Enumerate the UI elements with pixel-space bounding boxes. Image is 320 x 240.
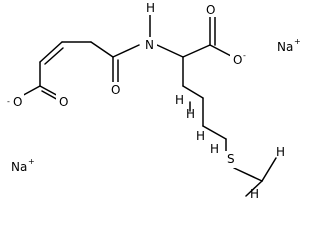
bond-cdelta-cepsilon bbox=[202, 125, 227, 140]
nh-atom-label: H bbox=[146, 1, 155, 15]
bond-ch3-h bbox=[245, 180, 263, 197]
o-right-anion-charge: - bbox=[243, 51, 246, 60]
h-cd-atom-label: H bbox=[276, 145, 285, 159]
bond-lines bbox=[17, 11, 277, 197]
o-left-carbonyl-atom-label: O bbox=[59, 95, 68, 109]
bond-cbeta-cgamma bbox=[182, 85, 204, 99]
h-cb2-atom-label: H bbox=[210, 142, 219, 156]
bond-c-n bbox=[112, 44, 140, 58]
atom-labels: H N O O O - O O - S H H H H H H bbox=[7, 1, 285, 201]
s-atom-label: S bbox=[227, 152, 235, 166]
o-left-anion-atom-label: O bbox=[13, 95, 22, 109]
h-cb1-atom-label: H bbox=[196, 129, 205, 143]
bond-n-calpha bbox=[156, 44, 184, 58]
bond-c-c-amide bbox=[90, 41, 114, 58]
o-right-carbonyl-atom-label: O bbox=[206, 3, 215, 17]
chemical-structure: H N O O O - O O - S H H H H H H Na + Na … bbox=[7, 0, 301, 201]
bond-c-c-vinyl-double bbox=[44, 47, 64, 65]
o-amide-atom-label: O bbox=[111, 83, 120, 97]
h-ca2-atom-label: H bbox=[186, 107, 195, 121]
n-atom-label: N bbox=[145, 38, 154, 52]
h-ca1-atom-label: H bbox=[175, 93, 184, 107]
h-cg-atom-label: H bbox=[250, 187, 259, 201]
bond-calpha-ccarb bbox=[182, 44, 211, 58]
na-right-charge: + bbox=[294, 37, 301, 46]
na-left-label: Na bbox=[11, 160, 27, 174]
counterions: Na + Na + bbox=[11, 37, 301, 174]
bond-s-ch3 bbox=[233, 167, 263, 182]
bond-ccarb-o-single bbox=[209, 44, 234, 58]
label-backgrounds bbox=[10, 0, 244, 168]
o-left-anion-charge: - bbox=[7, 97, 10, 106]
bond-c-c-vinyl bbox=[39, 41, 63, 63]
na-left-charge: + bbox=[28, 157, 35, 166]
bond-ch3-h2 bbox=[261, 157, 277, 182]
na-right-label: Na bbox=[277, 40, 293, 54]
o-right-anion-atom-label: O bbox=[233, 53, 242, 67]
